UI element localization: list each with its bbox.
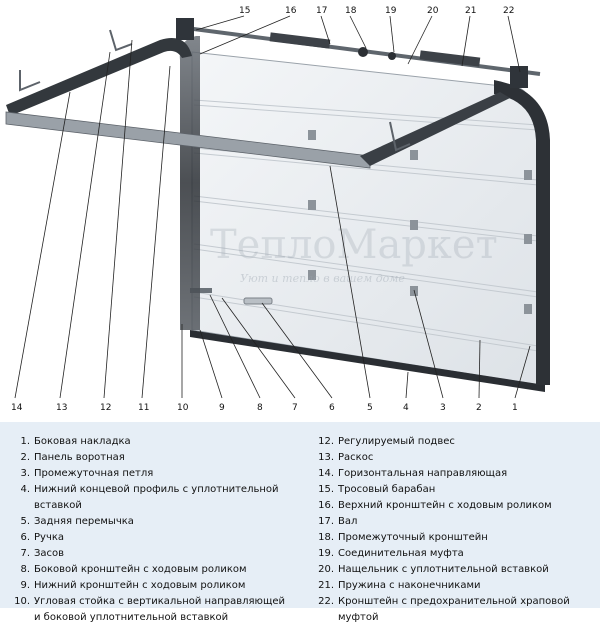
- diagram-svg: ТеплоМаркет Уют и тепло в вашем доме 14 …: [5, 6, 550, 413]
- callout-15: 15: [239, 6, 250, 16]
- watermark-tagline: Уют и тепло в вашем доме: [240, 272, 405, 285]
- callout-18: 18: [345, 6, 357, 16]
- watermark-brand: ТеплоМаркет: [210, 222, 498, 268]
- leader-lines: [14, 15, 531, 399]
- left-vertical-guide: [179, 36, 200, 330]
- callout-14: 14: [11, 403, 23, 413]
- callout-21: 21: [465, 6, 476, 16]
- legend-item: 19.Соединительная муфта: [318, 548, 464, 559]
- callout-13: 13: [56, 403, 67, 413]
- callout-22: 22: [503, 6, 514, 16]
- callout-4: 4: [403, 403, 409, 413]
- door-leaf: [190, 51, 541, 386]
- legend-item: 7.Засов: [20, 548, 65, 559]
- callout-17: 17: [316, 6, 327, 16]
- callout-5: 5: [367, 403, 373, 413]
- legend-item: 13.Раскос: [318, 452, 374, 463]
- callout-16: 16: [285, 6, 297, 16]
- callout-10: 10: [177, 403, 189, 413]
- callout-numbers: 14 13 12 11 10 9 8 7 6 5 4 3 2 1 15 16 1…: [11, 6, 518, 413]
- callout-12: 12: [100, 403, 111, 413]
- callout-11: 11: [138, 403, 149, 413]
- legend-item: 9.Нижний кронштейн с ходовым роликом: [20, 580, 246, 591]
- bottom-profile: [190, 330, 545, 392]
- handle-shape: [243, 297, 273, 305]
- callout-19: 19: [385, 6, 397, 16]
- legend-item: 17.Вал: [318, 516, 358, 527]
- legend-column-right: 12.Регулируемый подвес 13.Раскос 14.Гори…: [318, 434, 600, 626]
- callout-3: 3: [440, 403, 446, 413]
- legend-item: 18.Промежуточный кронштейн: [318, 532, 488, 543]
- legend-item: 1.Боковая накладка: [20, 436, 131, 447]
- legend-item: 5.Задняя перемычка: [20, 516, 134, 527]
- right-vertical-guide: [494, 80, 550, 385]
- hangers: [19, 29, 411, 152]
- legend-item: 21.Пружина с наконечниками: [318, 580, 481, 591]
- horizontal-guide-right: [360, 92, 510, 166]
- callout-1: 1: [512, 403, 518, 413]
- callout-6: 6: [329, 403, 335, 413]
- callout-7: 7: [292, 403, 298, 413]
- legend-column-left: 1.Боковая накладка 2.Панель воротная 3.П…: [14, 434, 314, 626]
- legend-item: 10.Угловая стойка с вертикальной направл…: [14, 596, 286, 623]
- legend-item: 22.Кронштейн с предохранительной храпово…: [318, 596, 570, 623]
- legend-item: 8.Боковой кронштейн с ходовым роликом: [20, 564, 247, 575]
- rear-lintel: [5, 111, 371, 169]
- legend-item: 12.Регулируемый подвес: [318, 436, 455, 447]
- callout-9: 9: [219, 403, 225, 413]
- legend-item: 2.Панель воротная: [20, 452, 125, 463]
- legend-item: 16.Верхний кронштейн с ходовым роликом: [318, 500, 552, 511]
- callout-20: 20: [427, 6, 439, 16]
- garage-door-diagram: ТеплоМаркет Уют и тепло в вашем доме 14 …: [5, 6, 550, 413]
- legend-item: 3.Промежуточная петля: [20, 468, 154, 479]
- legend-item: 14.Горизонтальная направляющая: [318, 468, 508, 479]
- torsion-shaft: [176, 18, 541, 88]
- legend-item: 20.Нащельник с уплотнительной вставкой: [318, 564, 549, 575]
- callout-2: 2: [476, 403, 482, 413]
- legend-item: 6.Ручка: [20, 532, 65, 543]
- legend-item: 15.Тросовый барабан: [318, 484, 436, 495]
- parts-legend: 1.Боковая накладка 2.Панель воротная 3.П…: [0, 422, 600, 623]
- legend-item: 4.Нижний концевой профиль с уплотнительн…: [20, 484, 279, 511]
- horizontal-guide-left: [6, 38, 192, 116]
- callout-8: 8: [257, 403, 263, 413]
- bolt-shape: [190, 288, 212, 293]
